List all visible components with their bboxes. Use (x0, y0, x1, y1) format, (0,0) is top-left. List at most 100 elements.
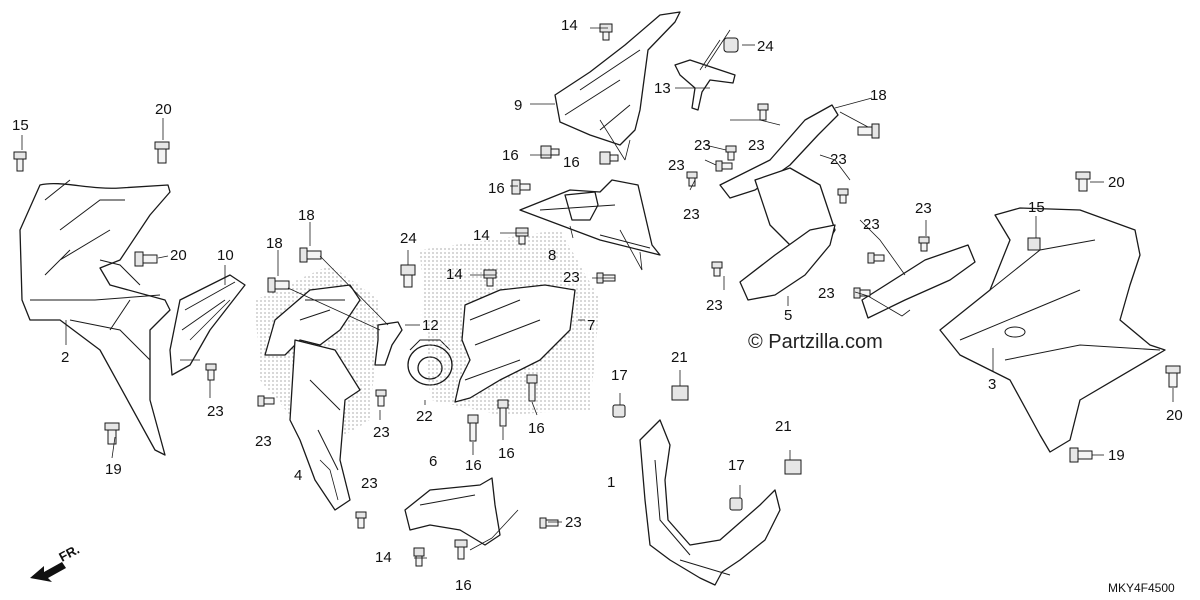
callout-18: 18 (266, 235, 283, 252)
bolt-23k[interactable] (837, 188, 849, 204)
front-arrow-icon (30, 562, 66, 582)
bolt-19b[interactable] (1069, 447, 1093, 463)
leader-lines (21, 27, 1174, 559)
part-5-lower-right-panel[interactable] (739, 224, 836, 301)
callout-23: 23 (668, 157, 685, 174)
bolt-23i[interactable] (715, 160, 733, 172)
bolt-20b[interactable] (134, 251, 158, 267)
bolt-17a[interactable] (612, 404, 626, 418)
callout-16: 16 (465, 457, 482, 474)
callout-21: 21 (775, 418, 792, 435)
callout-17: 17 (611, 367, 628, 384)
bolt-23m[interactable] (867, 252, 885, 264)
bolt-16c[interactable] (497, 399, 509, 427)
part-2-left-middle-cowl[interactable] (19, 179, 171, 456)
bolt-23n[interactable] (918, 236, 930, 252)
bolt-20a[interactable] (154, 141, 170, 164)
bolt-14c[interactable] (515, 227, 529, 245)
callout-23: 23 (706, 297, 723, 314)
bolt-23j[interactable] (686, 171, 698, 187)
callout-20: 20 (170, 247, 187, 264)
bolt-18b[interactable] (299, 247, 322, 263)
bolt-20d[interactable] (1165, 365, 1181, 388)
bolt-24a[interactable] (400, 264, 416, 288)
part-6-lower-bracket[interactable] (404, 477, 501, 546)
callout-24: 24 (757, 38, 774, 55)
callout-24: 24 (400, 230, 417, 247)
part-8-center-upper-panel[interactable] (519, 179, 661, 256)
callout-23: 23 (818, 285, 835, 302)
part-4-left-inner-bracket[interactable] (255, 265, 380, 511)
front-label: FR. (56, 542, 82, 565)
callout-23: 23 (694, 137, 711, 154)
bolt-14d[interactable] (599, 23, 613, 41)
callout-19: 19 (1108, 447, 1125, 464)
callout-14: 14 (446, 266, 463, 283)
callout-17: 17 (728, 457, 745, 474)
callout-14: 14 (375, 549, 392, 566)
callout-9: 9 (514, 97, 522, 114)
callout-16: 16 (528, 420, 545, 437)
watermark-text: © Partzilla.com (748, 331, 883, 353)
bolt-20c[interactable] (1075, 171, 1091, 192)
diagram-code: MKY4F4500 (1108, 581, 1175, 595)
bolt-fasteners (13, 23, 1181, 567)
part-3-right-middle-cowl[interactable] (939, 207, 1166, 453)
callout-14: 14 (561, 17, 578, 34)
bolt-16d[interactable] (526, 374, 538, 402)
callout-5: 5 (784, 307, 792, 324)
callout-4: 4 (294, 467, 302, 484)
part-12-small-bracket[interactable] (374, 321, 403, 366)
callout-23: 23 (748, 137, 765, 154)
bolt-15a[interactable] (13, 151, 27, 172)
bolt-18a[interactable] (267, 277, 290, 293)
callout-16: 16 (488, 180, 505, 197)
bolt-24b[interactable] (723, 37, 739, 53)
callout-23: 23 (373, 424, 390, 441)
callout-23: 23 (207, 403, 224, 420)
bolt-23c[interactable] (375, 389, 387, 407)
bolt-23d[interactable] (355, 511, 367, 529)
part-13-bracket[interactable] (674, 59, 736, 111)
bolt-14a[interactable] (413, 547, 425, 567)
callout-18: 18 (298, 207, 315, 224)
bolt-23a[interactable] (205, 363, 217, 381)
bolt-14b[interactable] (483, 269, 497, 287)
callout-16: 16 (563, 154, 580, 171)
part-10-left-inner-panel[interactable] (169, 274, 246, 376)
bolt-16a[interactable] (454, 539, 468, 560)
part-1-under-cowl[interactable] (639, 419, 781, 586)
callout-14: 14 (473, 227, 490, 244)
part-9-upper-center-panel[interactable] (554, 11, 681, 146)
callout-23: 23 (361, 475, 378, 492)
callout-23: 23 (830, 151, 847, 168)
bolt-16e[interactable] (511, 179, 531, 195)
front-direction-indicator: FR. (30, 542, 82, 582)
bolt-15b[interactable] (1027, 237, 1041, 251)
bolt-23g[interactable] (757, 103, 769, 121)
callout-23: 23 (255, 433, 272, 450)
callout-20: 20 (155, 101, 172, 118)
callout-23: 23 (565, 514, 582, 531)
bolt-18c[interactable] (857, 123, 880, 139)
bolt-19a[interactable] (104, 422, 120, 445)
part-right-inner-panel[interactable] (861, 244, 976, 319)
callout-13: 13 (654, 80, 671, 97)
bolt-16f[interactable] (540, 145, 560, 159)
callout-23: 23 (915, 200, 932, 217)
bolt-23h[interactable] (725, 145, 737, 161)
bolt-23e[interactable] (539, 517, 559, 529)
bolt-23b[interactable] (257, 395, 275, 407)
bolt-23o[interactable] (853, 287, 871, 299)
clip-21a[interactable] (671, 385, 689, 401)
bolt-16g[interactable] (599, 151, 619, 165)
part-7-inner-fairing[interactable] (420, 230, 600, 415)
bolt-16b[interactable] (467, 414, 479, 442)
callout-1: 1 (607, 474, 615, 491)
callout-23: 23 (563, 269, 580, 286)
callout-23: 23 (863, 216, 880, 233)
bolt-17b[interactable] (729, 497, 743, 511)
bolt-23l[interactable] (711, 261, 723, 277)
clip-21b[interactable] (784, 459, 802, 475)
callout-16: 16 (502, 147, 519, 164)
